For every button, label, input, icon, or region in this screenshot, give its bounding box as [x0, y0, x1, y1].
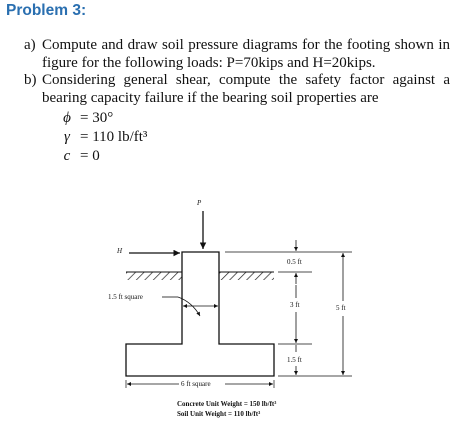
dim-bottom-label: 1.5 ft	[287, 356, 302, 364]
param-phi-symbol: ϕ	[63, 110, 71, 126]
question-b: b) Considering general shear, compute th…	[24, 71, 450, 107]
footing-size-label: 6 ft square	[181, 380, 211, 388]
param-c-value: = 0	[80, 148, 100, 164]
dim-top-label: 0.5 ft	[287, 258, 302, 266]
soil-unit-weight: Soil Unit Weight = 110 lb/ft³	[177, 410, 260, 418]
param-gamma-symbol: γ	[64, 129, 70, 145]
question-a: a) Compute and draw soil pressure diagra…	[24, 36, 450, 72]
problem-title: Problem 3:	[6, 2, 87, 19]
soil-properties: ϕ = 30° γ = 110 lb/ft³ c = 0	[60, 109, 147, 166]
param-gamma: γ = 110 lb/ft³	[60, 128, 147, 147]
question-b-text: Considering general shear, compute the s…	[42, 72, 450, 106]
param-c: c = 0	[60, 147, 147, 166]
column-size-label: 1.5 ft square	[108, 293, 143, 301]
load-h-label: H	[116, 247, 123, 255]
ground-hatch-right	[219, 272, 274, 280]
param-c-symbol: c	[63, 148, 71, 164]
question-a-text: Compute and draw soil pressure diagrams …	[42, 37, 450, 71]
question-a-label: a)	[24, 37, 36, 53]
concrete-unit-weight: Concrete Unit Weight = 150 lb/ft³	[177, 400, 276, 408]
param-phi: ϕ = 30°	[60, 109, 147, 128]
param-phi-value: = 30°	[80, 110, 114, 126]
ground-hatch-left	[126, 272, 182, 280]
column-leader-arrow	[177, 296, 201, 317]
question-b-label: b)	[24, 72, 37, 88]
load-p-label: P	[196, 199, 202, 207]
footing-outline	[125, 251, 275, 377]
dim-total-label: 5 ft	[336, 304, 346, 312]
dim-mid-label: 3 ft	[290, 301, 300, 309]
param-gamma-value: = 110 lb/ft³	[80, 129, 148, 145]
